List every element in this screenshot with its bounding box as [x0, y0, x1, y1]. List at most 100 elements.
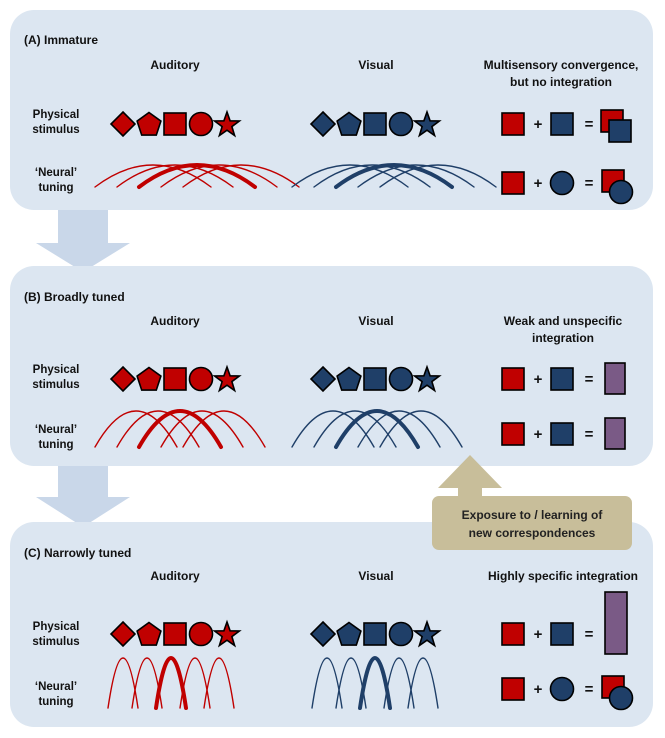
diamond-shape — [109, 620, 137, 648]
circle-shape — [549, 676, 575, 702]
visual-heading-c: Visual — [358, 569, 393, 583]
tuning-curve — [291, 410, 375, 448]
auditory-heading-a: Auditory — [150, 58, 200, 72]
integration-bar — [604, 362, 626, 395]
square-shape — [550, 367, 574, 391]
auditory-tuning-curves-c — [107, 656, 235, 710]
square-shape — [501, 367, 525, 391]
equals-sign: = — [585, 116, 594, 133]
row-label-neural-a2: tuning — [38, 182, 73, 194]
star-shape — [412, 109, 442, 138]
star-shape — [412, 619, 442, 648]
tuning-curve — [116, 164, 234, 188]
tuning-curve — [116, 410, 200, 448]
callout-text-line2: new correspondences — [469, 526, 596, 540]
tuning-curve — [357, 410, 441, 448]
square-shape — [163, 622, 187, 646]
tuning-curve — [313, 164, 431, 188]
equals-sign: = — [585, 175, 594, 192]
panel-narrowly-tuned-title: (C) Narrowly tuned — [24, 546, 131, 560]
tuning-curve-peak — [358, 656, 392, 710]
auditory-stimuli-a — [109, 109, 242, 138]
tuning-curve — [94, 410, 178, 448]
auditory-heading-c: Auditory — [150, 569, 200, 583]
tuning-curve — [379, 410, 463, 448]
tuning-curve — [313, 410, 397, 448]
auditory-stimuli-b — [109, 364, 242, 393]
panel-narrowly-tuned: (C) Narrowly tuned Auditory Visual Highl… — [10, 522, 653, 727]
row-label-neural-b2: tuning — [38, 439, 73, 451]
plus-sign: + — [534, 681, 543, 698]
plus-sign: + — [534, 175, 543, 192]
diamond-shape — [309, 620, 337, 648]
integration-heading-b-line1: Weak and unspecific — [504, 314, 623, 328]
square-shape — [501, 622, 525, 646]
down-arrow-b-to-c — [36, 462, 130, 527]
square-shape — [363, 367, 387, 391]
plus-sign: + — [534, 426, 543, 443]
tuning-curve-peak — [137, 163, 257, 189]
square-shape — [363, 622, 387, 646]
visual-stimuli-c — [309, 619, 442, 648]
row-label-neural-c2: tuning — [38, 696, 73, 708]
circle-shape — [188, 366, 214, 392]
pentagon-shape — [136, 366, 162, 391]
integration-top-a: += — [501, 109, 632, 143]
square-shape — [163, 367, 187, 391]
square-shape — [501, 677, 525, 701]
diamond-shape — [309, 365, 337, 393]
panel-broadly-tuned-title: (B) Broadly tuned — [24, 290, 125, 304]
equals-sign: = — [585, 626, 594, 643]
tuning-curve — [379, 164, 497, 188]
integration-bottom-c: += — [501, 675, 634, 711]
visual-tuning-curves-b — [291, 409, 463, 449]
equals-sign: = — [585, 681, 594, 698]
auditory-stimuli-c — [109, 619, 242, 648]
circle-shape — [608, 179, 634, 205]
pentagon-shape — [136, 111, 162, 136]
integration-top-b: += — [501, 362, 626, 395]
star-shape — [212, 364, 242, 393]
tuning-curve — [311, 657, 343, 709]
tuning-curve — [179, 657, 211, 709]
equals-sign: = — [585, 426, 594, 443]
visual-heading-a: Visual — [358, 58, 393, 72]
circle-shape — [388, 366, 414, 392]
integration-heading-b-line2: integration — [532, 331, 594, 345]
square-shape — [163, 112, 187, 136]
auditory-heading-b: Auditory — [150, 314, 200, 328]
square-shape — [363, 112, 387, 136]
row-label-neural-a1: ‘Neural’ — [35, 167, 77, 179]
pentagon-shape — [136, 621, 162, 646]
row-label-neural-b1: ‘Neural’ — [35, 424, 77, 436]
square-shape — [501, 112, 525, 136]
integration-bottom-a: += — [501, 169, 634, 205]
circle-shape — [549, 170, 575, 196]
plus-sign: + — [534, 116, 543, 133]
integration-top-c: += — [501, 591, 628, 655]
tuning-curve — [182, 164, 300, 188]
equals-sign: = — [585, 371, 594, 388]
integration-bar — [604, 591, 628, 655]
circle-shape — [608, 685, 634, 711]
callout-box — [432, 496, 632, 550]
tuning-curve — [291, 164, 409, 188]
square-shape — [501, 422, 525, 446]
row-label-physical-c2: stimulus — [32, 636, 79, 648]
tuning-curve-peak — [334, 409, 420, 449]
exposure-callout: Exposure to / learning of new correspond… — [432, 455, 632, 550]
tuning-curve — [107, 657, 139, 709]
visual-stimuli-a — [309, 109, 442, 138]
down-arrow-a-to-b — [36, 205, 130, 272]
diamond-shape — [309, 110, 337, 138]
square-shape — [550, 112, 574, 136]
tuning-curve-peak — [154, 656, 188, 710]
visual-heading-b: Visual — [358, 314, 393, 328]
square-shape — [550, 622, 574, 646]
tuning-curve — [383, 657, 415, 709]
visual-stimuli-b — [309, 364, 442, 393]
panel-narrowly-tuned-bg — [10, 522, 653, 727]
tuning-curve — [160, 410, 244, 448]
square-shape — [608, 119, 632, 143]
